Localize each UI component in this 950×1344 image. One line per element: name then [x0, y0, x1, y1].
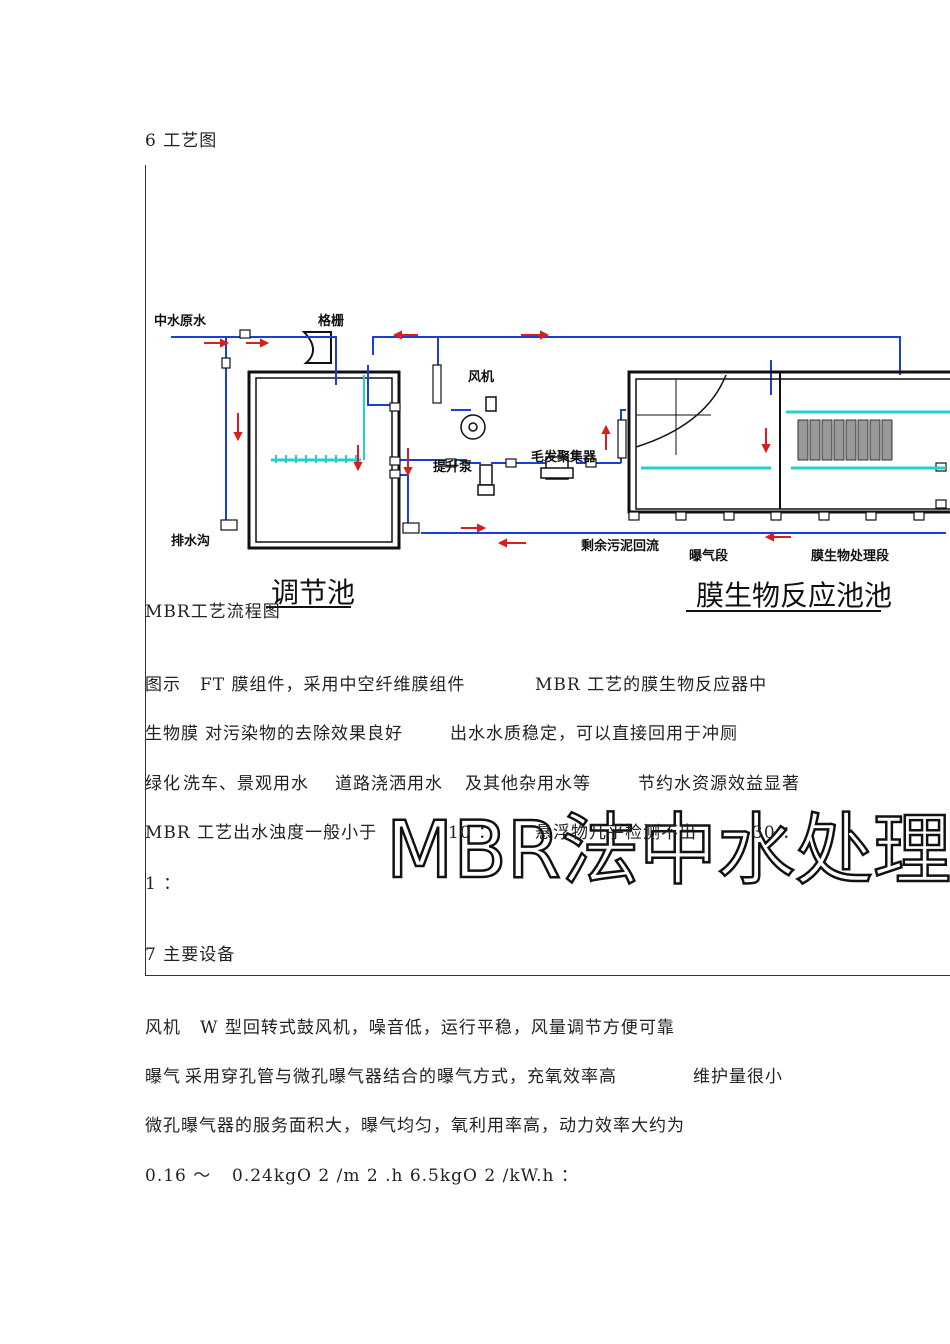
label-hair-collector: 毛发聚集器	[531, 449, 597, 465]
label-blower: 风机	[468, 369, 494, 385]
p3-c: 道路浇洒用水	[335, 774, 443, 794]
label-aeration-section: 曝气段	[689, 548, 728, 564]
p1-c: MBR 工艺的膜生物反应器中	[535, 675, 768, 695]
p5-a: 1 ：	[145, 874, 182, 894]
p4-a: MBR 工艺出水浊度一般小于	[145, 823, 378, 843]
pipes	[171, 336, 946, 534]
p8-b: 采用穿孔管与微孔曝气器结合的曝气方式，充氧效率高	[185, 1067, 617, 1087]
p3-b: 洗车、景观用水	[183, 774, 309, 794]
p4-b: 10 ：	[448, 823, 497, 843]
p3-d: 及其他杂用水等	[465, 774, 591, 794]
section7-heading: 7 主要设备	[145, 945, 236, 965]
p4-d: 30 ：	[752, 823, 801, 843]
figure-frame: 中水原水 格栅 风机 提升泵 毛发聚集器 排水沟 剩余污泥回流 曝气段 膜生物处…	[145, 165, 950, 976]
label-membrane-section: 膜生物处理段	[811, 548, 889, 564]
p4-c: 悬浮物几乎检测不出	[535, 823, 697, 843]
label-screen: 格栅	[318, 313, 344, 329]
p7-b: W 型回转式鼓风机，噪音低，运行平稳，风量调节方便可靠	[200, 1018, 675, 1038]
hair-collector-shape	[540, 456, 574, 480]
label-mbr-tank: 膜生物反应池池	[696, 579, 892, 612]
mbr-tank-shape	[627, 370, 950, 521]
big-title: MBR法中水处理工	[386, 806, 950, 896]
label-lift-pump: 提升泵	[433, 459, 472, 475]
p8-a: 曝气	[145, 1067, 181, 1087]
process-diagram: 中水原水 格栅 风机 提升泵 毛发聚集器 排水沟 剩余污泥回流 曝气段 膜生物处…	[154, 313, 950, 897]
p3-e: 节约水资源效益显著	[638, 774, 800, 794]
p7-a: 风机	[145, 1018, 181, 1038]
p8-c: 维护量很小	[693, 1067, 783, 1087]
p2-c: 出水水质稳定，可以直接回用于冲厕	[450, 724, 738, 744]
p10-b: 0.24kgO 2 /m 2 .h 6.5kgO 2 /kW.h ：	[232, 1166, 579, 1186]
blower-shape	[460, 396, 497, 440]
caption: MBR工艺流程图	[145, 602, 281, 622]
label-raw-water: 中水原水	[154, 313, 207, 329]
label-sludge-return: 剩余污泥回流	[581, 538, 659, 554]
p9-a: 微孔曝气器的服务面积大，曝气均匀，氧利用率高，动力效率大约为	[145, 1116, 685, 1136]
valves	[220, 329, 947, 534]
label-drain: 排水沟	[171, 533, 210, 549]
p10-a: 0.16 ～	[145, 1166, 212, 1186]
section-heading: 6 工艺图	[145, 131, 218, 151]
label-regulating-tank: 调节池	[271, 576, 355, 609]
p1-b: FT 膜组件，采用中空纤维膜组件	[200, 675, 466, 695]
regulating-tank-shape	[247, 370, 401, 550]
flow-arrows	[204, 330, 791, 548]
p2-b: 对污染物的去除效果良好	[205, 724, 403, 744]
p1-a: 图示	[145, 675, 181, 695]
p2-a: 生物膜	[145, 724, 199, 744]
lift-pump-shape	[477, 464, 495, 496]
p3-a: 绿化	[145, 774, 181, 794]
